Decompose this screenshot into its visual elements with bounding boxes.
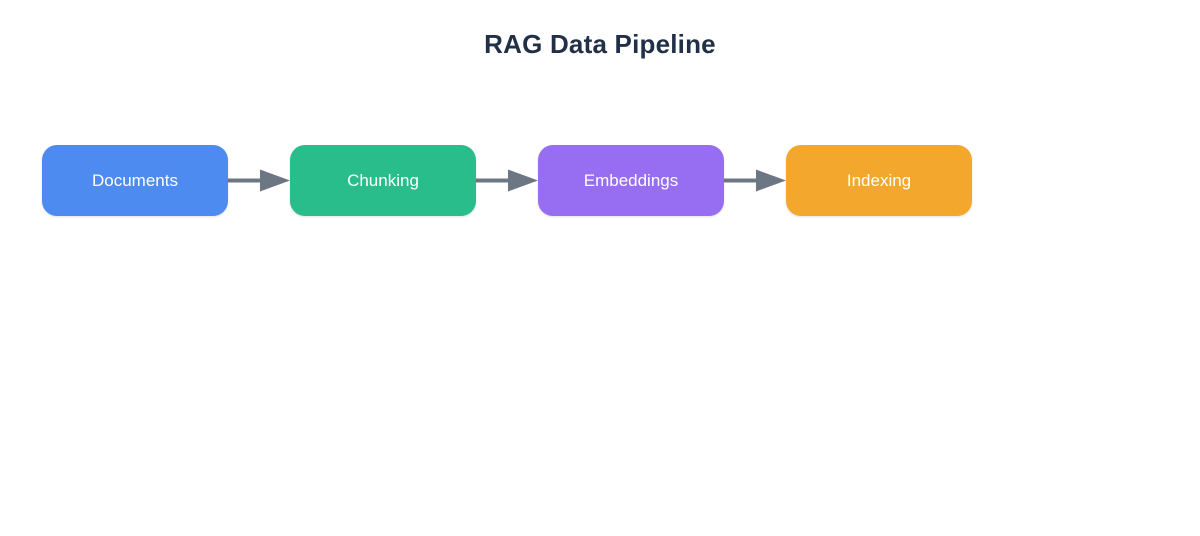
connector-embeddings-indexing bbox=[724, 169, 786, 192]
connector-arrowhead-icon bbox=[756, 169, 786, 192]
node-label: Documents bbox=[92, 171, 178, 190]
connector-documents-chunking bbox=[228, 169, 290, 192]
connector-arrowhead-icon bbox=[260, 169, 290, 192]
flow-node-indexing: Indexing bbox=[786, 145, 972, 216]
page-title: RAG Data Pipeline bbox=[484, 29, 716, 59]
flow-node-chunking: Chunking bbox=[290, 145, 476, 216]
node-label: Chunking bbox=[347, 171, 419, 190]
flow-node-embeddings: Embeddings bbox=[538, 145, 724, 216]
node-label: Indexing bbox=[846, 171, 912, 190]
connector-arrowhead-icon bbox=[508, 169, 538, 192]
node-label: Embeddings bbox=[583, 171, 679, 190]
connector-chunking-embeddings bbox=[476, 169, 538, 192]
flow-node-documents: Documents bbox=[42, 145, 228, 216]
